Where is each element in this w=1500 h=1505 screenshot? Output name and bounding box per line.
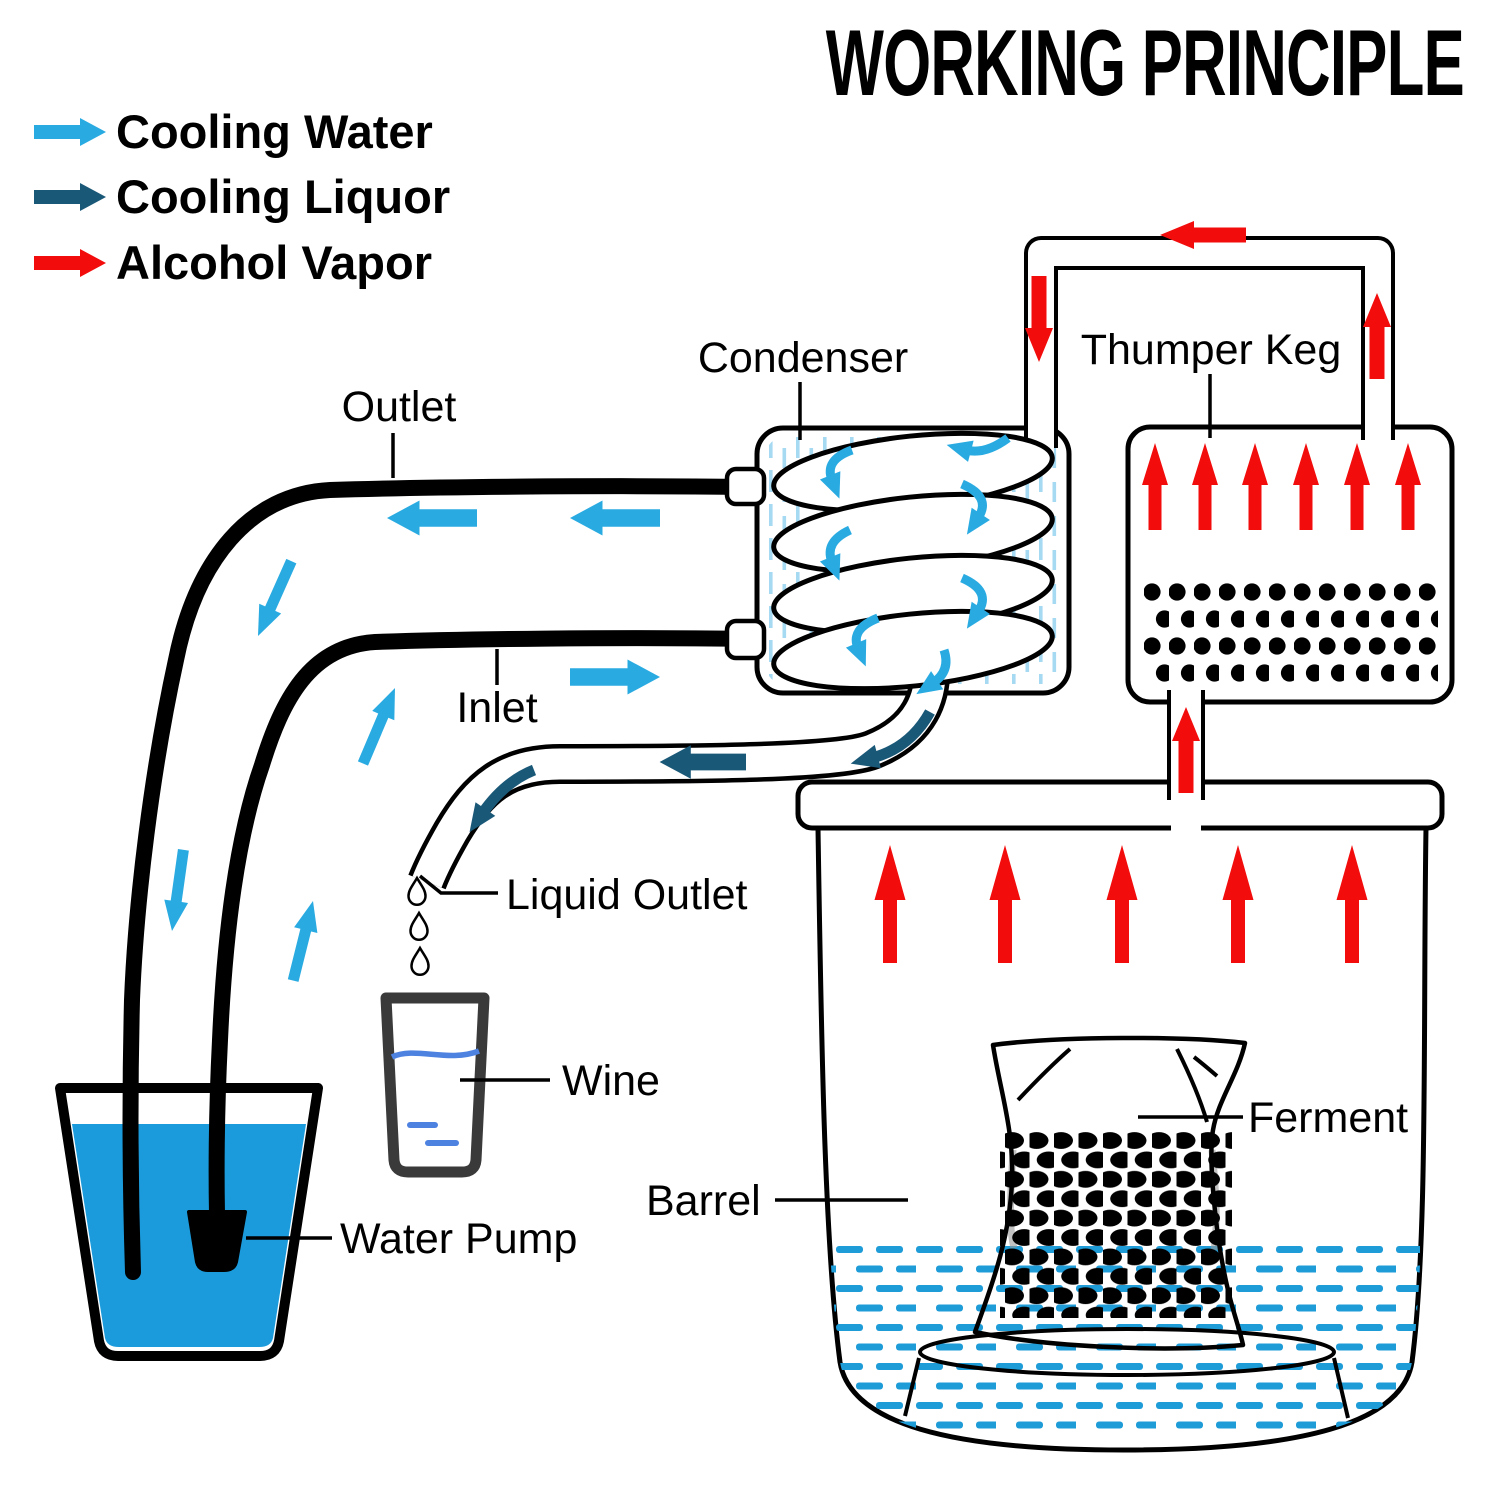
droplet-icon: [409, 911, 429, 942]
wine-liquid-line: [390, 1048, 480, 1060]
ferment-bag: [975, 1038, 1245, 1348]
bucket-water: [72, 1124, 306, 1347]
flow-arrow-icon: [570, 500, 660, 536]
inlet-label: Inlet: [456, 684, 537, 732]
condenser-ports: [724, 466, 767, 661]
wine-glass: [380, 992, 490, 1178]
ferment-bag-dots: [1000, 1132, 1232, 1318]
cooling-liquor-flow-arrows: [469, 709, 935, 833]
wine-liquid-dashes: [407, 1122, 459, 1146]
thumper-keg-label: Thumper Keg: [1081, 326, 1342, 374]
water-pump: [187, 1210, 247, 1272]
legend-item-cooling-liquor: Cooling Liquor: [34, 170, 450, 223]
flow-arrow-icon: [819, 445, 854, 499]
flow-arrow-icon: [247, 556, 303, 641]
condenser-outlet-port: [724, 466, 767, 507]
droplet-icon: [407, 876, 427, 907]
legend-label: Cooling Water: [116, 105, 433, 158]
cooling-liquor-arrow-icon: [34, 183, 106, 211]
barrel: [795, 779, 1445, 1450]
liquid-outlet-pointer-line: [418, 874, 498, 895]
droplet-icon: [410, 946, 430, 977]
flow-arrow-icon: [281, 898, 325, 984]
barrel-lid: [795, 779, 1445, 831]
cooling-water-hoses: [122, 478, 760, 1280]
bag-stand: [903, 1327, 1350, 1419]
legend-item-alcohol-vapor: Alcohol Vapor: [34, 236, 432, 289]
ferment-label: Ferment: [1248, 1094, 1408, 1142]
outlet-label: Outlet: [342, 383, 457, 431]
water-pump-label: Water Pump: [340, 1215, 577, 1263]
wine-label: Wine: [562, 1057, 660, 1105]
legend-label: Alcohol Vapor: [116, 236, 432, 289]
flow-arrow-icon: [845, 613, 880, 667]
alcohol-vapor-arrow-icon: [34, 249, 106, 277]
flow-arrow-icon: [960, 479, 990, 535]
page-title: WORKING PRINCIPLE: [826, 10, 1464, 115]
flow-arrow-icon: [570, 659, 660, 695]
condenser-coil: [771, 430, 1055, 692]
legend: Cooling Water Cooling Liquor Alcohol Vap…: [34, 105, 450, 289]
droplets: [407, 876, 430, 977]
outlet-hose: [122, 478, 760, 1280]
flow-arrow-icon: [387, 500, 477, 536]
flow-arrow-icon: [946, 434, 1011, 462]
flow-arrow-icon: [960, 573, 990, 629]
condenser-label: Condenser: [698, 334, 908, 382]
liquor-arrow-icon: [469, 764, 537, 833]
liquid-outlet-tube: [408, 641, 951, 890]
inlet-hose: [208, 630, 753, 1215]
flow-arrow-icon: [160, 848, 196, 933]
flow-arrow-icon: [819, 525, 853, 581]
cooling-water-arrow-icon: [34, 118, 106, 146]
barrel-label: Barrel: [646, 1177, 761, 1225]
pointer-lines: [246, 374, 1243, 1240]
keg-perforation-dots: [1144, 582, 1438, 686]
legend-item-cooling-water: Cooling Water: [34, 105, 433, 158]
coil-flow-arrows: [819, 434, 1011, 695]
glass-body: [380, 992, 490, 1178]
liquid-outlet-label: Liquid Outlet: [506, 871, 747, 919]
condenser-inlet-port: [724, 618, 767, 661]
flow-arrow-icon: [916, 648, 951, 695]
flow-arrow-icon: [351, 683, 407, 769]
liquor-arrow-icon: [850, 709, 935, 769]
legend-label: Cooling Liquor: [116, 170, 450, 223]
